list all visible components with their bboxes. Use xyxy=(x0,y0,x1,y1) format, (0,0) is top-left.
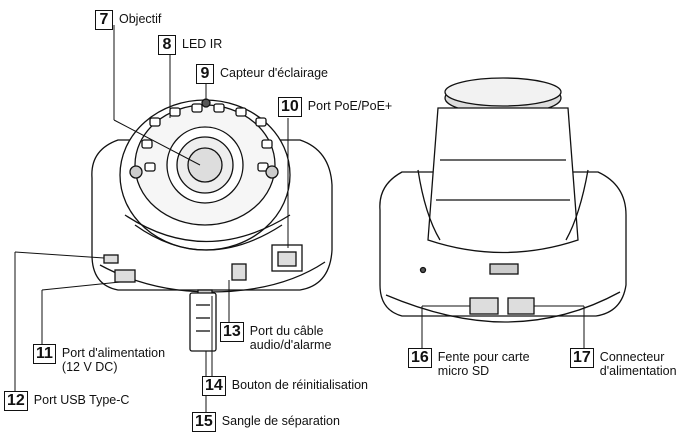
callout-number: 7 xyxy=(95,10,113,30)
callout-label: Connecteur d'alimentation xyxy=(600,350,677,378)
usb-port xyxy=(104,255,118,263)
callout-micro-sd-slot: 16 Fente pour carte micro SD xyxy=(408,348,530,378)
audio-alarm-port xyxy=(232,264,246,280)
callout-power-port: 11 Port d'alimentation (12 V DC) xyxy=(33,344,165,374)
right-screw xyxy=(266,166,278,178)
callout-label: Capteur d'éclairage xyxy=(220,66,328,80)
callout-usb-port: 12 Port USB Type-C xyxy=(4,391,129,411)
callout-label: Bouton de réinitialisation xyxy=(232,378,368,392)
callout-number: 10 xyxy=(278,97,302,117)
callout-number: 8 xyxy=(158,35,176,55)
callout-lens: 7 Objectif xyxy=(95,10,161,30)
callout-number: 14 xyxy=(202,376,226,396)
adjust-knob xyxy=(490,264,518,274)
callout-number: 11 xyxy=(33,344,56,364)
callout-number: 9 xyxy=(196,64,214,84)
illumination-sensor xyxy=(202,99,210,107)
callout-label: LED IR xyxy=(182,37,222,51)
callout-label: Port du câble audio/d'alarme xyxy=(250,324,332,352)
right-camera-back-view xyxy=(380,78,626,322)
right-camera-body xyxy=(428,108,578,253)
power-port xyxy=(115,270,135,282)
callout-power-connector: 17 Connecteur d'alimentation xyxy=(570,348,677,378)
callout-number: 12 xyxy=(4,391,28,411)
callout-label: Port d'alimentation (12 V DC) xyxy=(62,346,165,374)
callout-ir-led: 8 LED IR xyxy=(158,35,222,55)
callout-number: 16 xyxy=(408,348,432,368)
callout-audio-alarm-port: 13 Port du câble audio/d'alarme xyxy=(220,322,331,352)
callout-label: Sangle de séparation xyxy=(222,414,340,428)
callout-poe-port: 10 Port PoE/PoE+ xyxy=(278,97,392,117)
power-connector xyxy=(508,298,534,314)
callout-number: 15 xyxy=(192,412,216,432)
callout-label: Fente pour carte micro SD xyxy=(438,350,530,378)
callout-label: Objectif xyxy=(119,12,161,26)
callout-label: Port USB Type-C xyxy=(34,393,130,407)
left-screw xyxy=(130,166,142,178)
callout-label: Port PoE/PoE+ xyxy=(308,99,392,113)
callout-number: 17 xyxy=(570,348,594,368)
callout-separation-strap: 15 Sangle de séparation xyxy=(192,412,340,432)
callout-number: 13 xyxy=(220,322,244,342)
micro-sd-slot xyxy=(470,298,498,314)
callout-illumination-sensor: 9 Capteur d'éclairage xyxy=(196,64,328,84)
callout-reset-button: 14 Bouton de réinitialisation xyxy=(202,376,368,396)
lens-inner xyxy=(188,148,222,182)
